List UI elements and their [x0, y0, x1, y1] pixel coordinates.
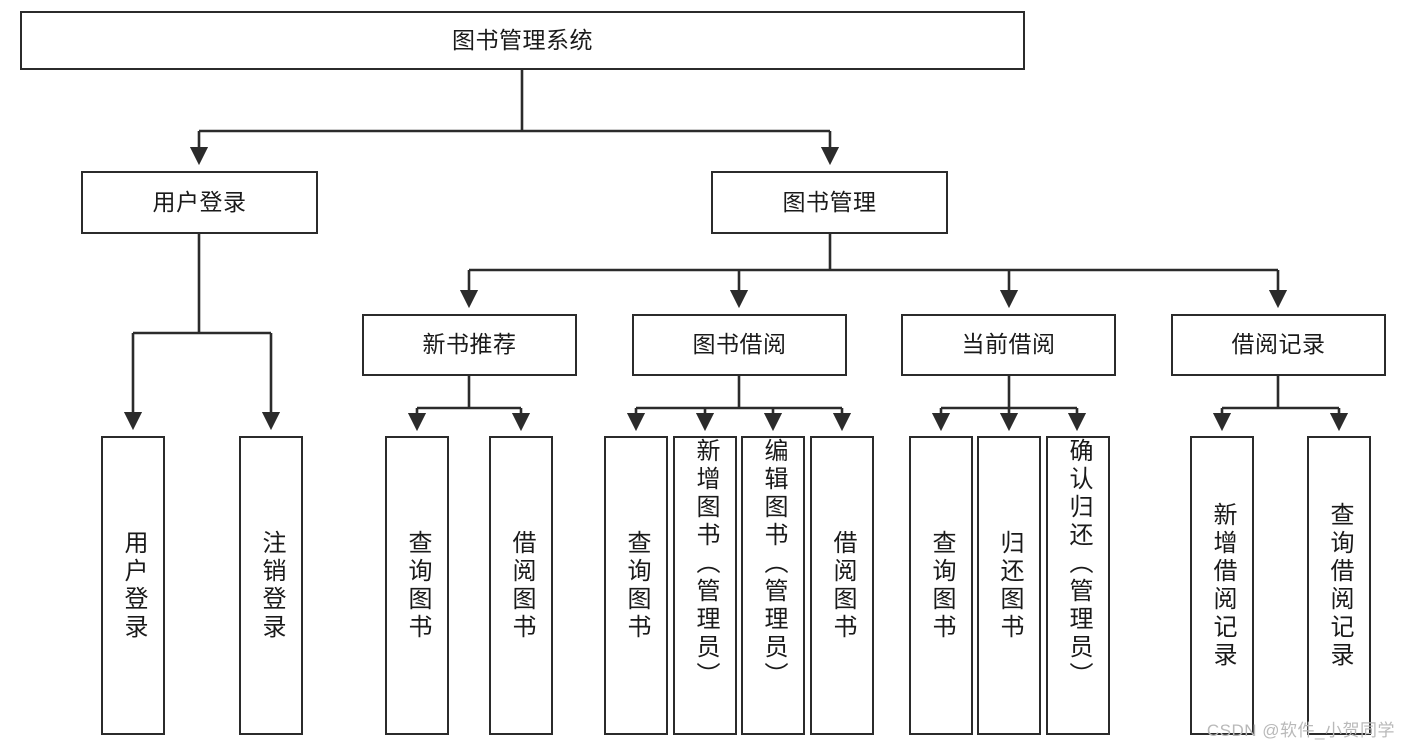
leaf-borrow-borrow-book[interactable]: 借阅图书: [810, 436, 874, 735]
leaf-borrow-edit-book-admin[interactable]: 编辑图书（管理员）: [741, 436, 805, 735]
leaf-new-book-borrow[interactable]: 借阅图书: [489, 436, 553, 735]
leaf-borrow-add-book-admin[interactable]: 新增图书（管理员）: [673, 436, 737, 735]
node-label: 新增图书（管理员）: [692, 438, 719, 690]
node-label: 图书借阅: [692, 331, 787, 358]
node-label: 用户登录: [120, 529, 147, 642]
node-label: 借阅图书: [829, 529, 856, 642]
node-label: 新书推荐: [422, 331, 517, 358]
node-user-login[interactable]: 用户登录: [81, 171, 318, 234]
node-label: 归还图书: [996, 529, 1023, 642]
node-label: 编辑图书（管理员）: [760, 438, 787, 690]
leaf-record-query-record[interactable]: 查询借阅记录: [1307, 436, 1371, 735]
leaf-user-login-signout[interactable]: 注销登录: [239, 436, 303, 735]
leaf-user-login-signin[interactable]: 用户登录: [101, 436, 165, 735]
node-label: 查询借阅记录: [1326, 501, 1353, 670]
node-label: 确认归还（管理员）: [1065, 438, 1092, 690]
node-label: 图书管理: [782, 188, 877, 215]
leaf-current-query-book[interactable]: 查询图书: [909, 436, 973, 735]
node-label: 用户登录: [152, 188, 247, 215]
node-borrow-record[interactable]: 借阅记录: [1171, 314, 1386, 376]
leaf-borrow-query-book[interactable]: 查询图书: [604, 436, 668, 735]
node-label: 借阅记录: [1231, 331, 1326, 358]
node-label: 查询图书: [404, 529, 431, 642]
leaf-current-return-book[interactable]: 归还图书: [977, 436, 1041, 735]
node-label: 查询图书: [623, 529, 650, 642]
node-label: 借阅图书: [508, 529, 535, 642]
leaf-record-add-record[interactable]: 新增借阅记录: [1190, 436, 1254, 735]
node-label: 注销登录: [258, 529, 285, 642]
node-new-book-recommend[interactable]: 新书推荐: [362, 314, 577, 376]
leaf-current-confirm-return-admin[interactable]: 确认归还（管理员）: [1046, 436, 1110, 735]
watermark-credit: CSDN @软件_小贺同学: [1206, 721, 1395, 740]
node-label: 查询图书: [928, 529, 955, 642]
leaf-new-book-query[interactable]: 查询图书: [385, 436, 449, 735]
node-label: 新增借阅记录: [1209, 501, 1236, 670]
node-root-system[interactable]: 图书管理系统: [20, 11, 1025, 70]
node-current-borrow[interactable]: 当前借阅: [901, 314, 1116, 376]
node-label: 图书管理系统: [452, 26, 593, 53]
node-label: 当前借阅: [961, 331, 1056, 358]
node-book-borrow[interactable]: 图书借阅: [632, 314, 847, 376]
node-book-management[interactable]: 图书管理: [711, 171, 948, 234]
